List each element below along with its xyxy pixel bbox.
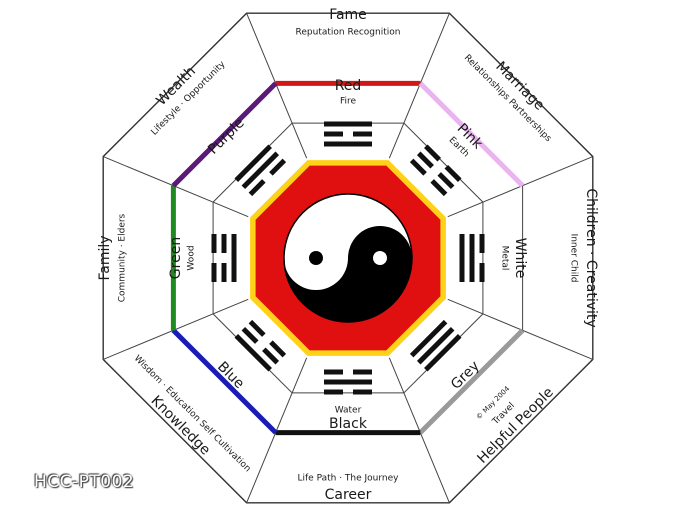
- trigram-line-broken: [353, 369, 372, 375]
- family-subtitle: Community · Elders: [118, 213, 128, 302]
- wealth-color-bar: [171, 81, 278, 188]
- fame-area: Fame: [329, 7, 367, 23]
- trigram-line-broken: [211, 263, 217, 282]
- creativity-area: Children · Creativity: [583, 188, 599, 327]
- trigram-line-broken: [221, 234, 227, 253]
- family-area: Family: [97, 235, 113, 280]
- knowledge-trigram-icon: [234, 319, 287, 372]
- trigram-line-broken: [430, 179, 448, 197]
- family-element: Wood: [187, 245, 197, 270]
- trigram-line-broken: [324, 131, 343, 137]
- trigram-line-solid: [231, 234, 237, 282]
- yin-yang-icon: [283, 193, 413, 323]
- career-subtitle: Life Path · The Journey: [297, 474, 399, 484]
- trigram-line-broken: [262, 347, 280, 365]
- trigram-line-solid: [424, 334, 462, 372]
- trigrams: [211, 121, 485, 395]
- trigram-line-broken: [409, 158, 427, 176]
- family-trigram-icon: [211, 234, 237, 282]
- yin-half: [284, 226, 412, 322]
- relationships-color-bar: [418, 81, 525, 188]
- career-area: Career: [325, 487, 372, 503]
- trigram-line-solid: [416, 326, 455, 365]
- trigram-line-broken: [416, 151, 434, 169]
- family-color-name: Green: [168, 237, 184, 279]
- trigram-line-solid: [324, 141, 372, 147]
- trigram-line-broken: [353, 131, 372, 137]
- slide-code: HCC-PT002: [34, 472, 135, 492]
- trigram-line-broken: [324, 389, 343, 395]
- trigram-line-broken: [353, 389, 372, 395]
- fame-trigram-icon: [324, 121, 372, 147]
- color-bars: [170, 80, 525, 436]
- trigram-line-solid: [234, 144, 272, 182]
- relationships-trigram-icon: [409, 144, 462, 197]
- trigram-line-solid: [241, 151, 280, 190]
- trigram-line-broken: [211, 234, 217, 253]
- helpful-color-bar: [418, 328, 525, 435]
- creativity-trigram-icon: [459, 234, 485, 282]
- trigram-line-broken: [248, 179, 266, 197]
- trigram-line-broken: [248, 319, 266, 337]
- trigram-line-solid: [234, 334, 272, 372]
- trigram-line-solid: [459, 234, 465, 282]
- creativity-color-name: White: [512, 238, 528, 279]
- trigram-line-broken: [269, 340, 287, 358]
- trigram-line-broken: [241, 326, 259, 344]
- trigram-line-broken: [437, 172, 455, 190]
- creativity-subtitle: Inner Child: [569, 234, 579, 283]
- knowledge-color-bar: [171, 328, 278, 435]
- trigram-line-broken: [479, 234, 485, 253]
- fame-element: Fire: [340, 97, 357, 107]
- trigram-line-broken: [269, 158, 287, 176]
- yin-dot: [373, 251, 387, 265]
- trigram-line-broken: [424, 144, 442, 162]
- trigram-line-solid: [409, 319, 448, 358]
- trigram-line-broken: [221, 263, 227, 282]
- career-trigram-icon: [324, 369, 372, 395]
- trigram-line-solid: [324, 121, 372, 127]
- trigram-line-solid: [324, 379, 372, 385]
- creativity-element: Metal: [500, 246, 510, 271]
- yang-dot: [309, 251, 323, 265]
- wealth-trigram-icon: [234, 144, 287, 197]
- career-color-name: Black: [329, 416, 368, 432]
- fame-subtitle: Reputation Recognition: [296, 28, 401, 38]
- trigram-line-broken: [324, 369, 343, 375]
- career-element: Water: [335, 406, 362, 416]
- trigram-line-broken: [444, 164, 462, 182]
- fame-color-name: Red: [335, 78, 362, 94]
- trigram-line-broken: [479, 263, 485, 282]
- trigram-line-solid: [469, 234, 475, 282]
- helpful-trigram-icon: [409, 319, 462, 372]
